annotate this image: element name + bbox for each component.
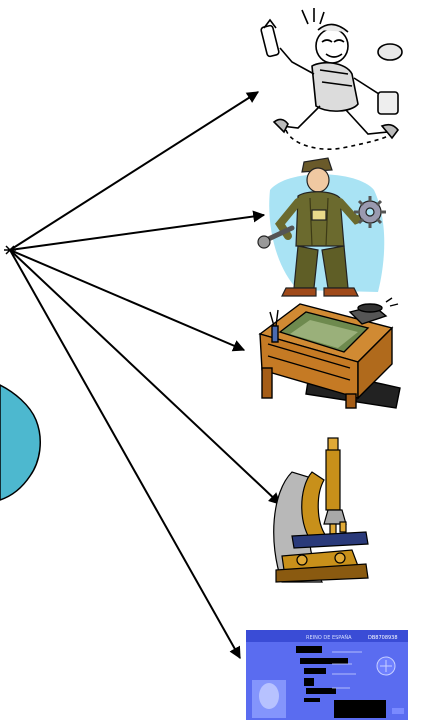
arrow-to-mechanic (10, 215, 264, 250)
arrow-to-office-desk (10, 250, 244, 350)
office-desk-with-telephone-icon (260, 298, 400, 408)
arrow-to-id-card (10, 250, 240, 658)
blue-blob-shape (0, 385, 40, 500)
mechanic-with-wrench-and-gear-icon (258, 158, 386, 296)
arrow-to-plumber (10, 92, 258, 250)
id-card-header-text: REINO DE ESPAÑA (306, 634, 352, 641)
arrow-group (10, 92, 280, 658)
arrow-to-microscope (10, 250, 280, 504)
identity-card-icon: REINO DE ESPAÑA DB8708938 (246, 630, 408, 720)
microscope-icon (274, 438, 368, 582)
id-card-number-text: DB8708938 (368, 635, 398, 641)
running-plumber-with-wrench-icon (261, 8, 402, 149)
